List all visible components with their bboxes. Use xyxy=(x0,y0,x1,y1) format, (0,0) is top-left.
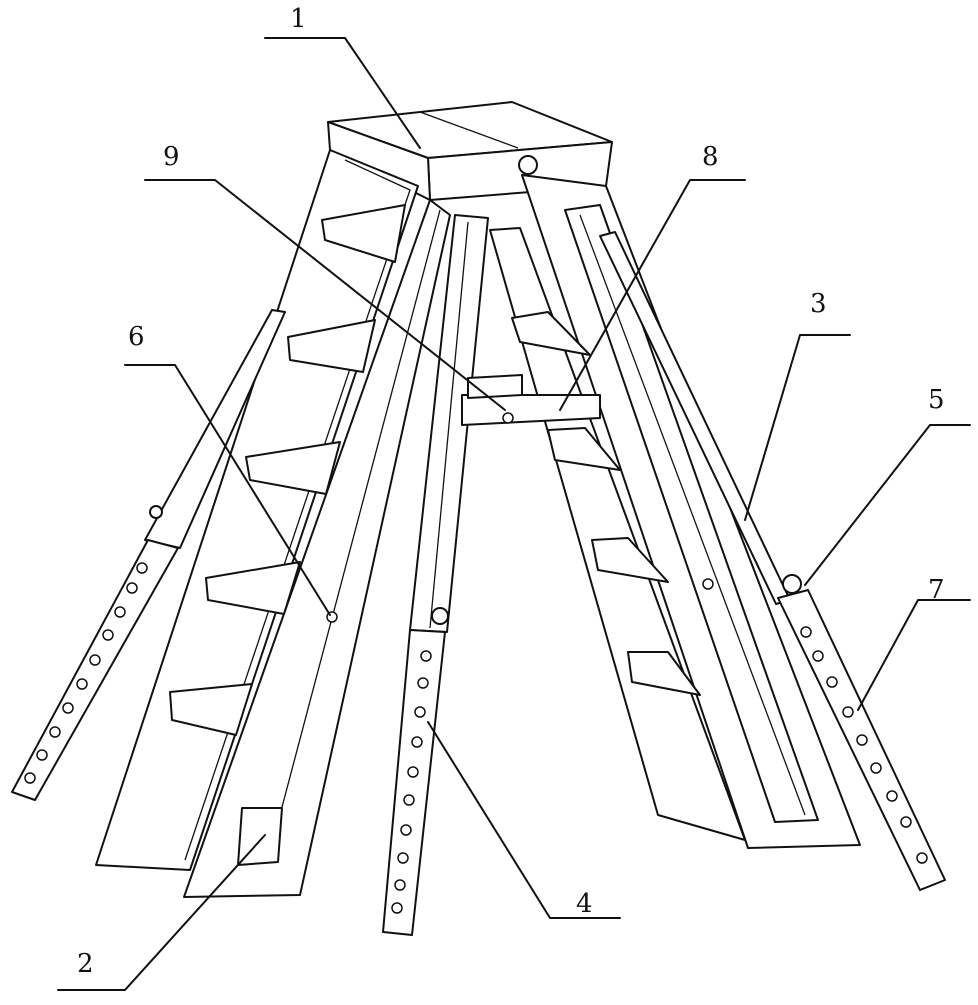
right-extension-leg xyxy=(599,231,946,891)
callout-2: 2 xyxy=(77,949,94,979)
callout-9: 9 xyxy=(163,142,180,172)
front-ladder xyxy=(95,149,451,898)
callout-1: 1 xyxy=(290,4,307,34)
leader-lines xyxy=(57,37,971,991)
callout-4: 4 xyxy=(576,889,593,919)
callout-5: 5 xyxy=(928,385,945,415)
front-steps xyxy=(169,204,406,736)
callout-7: 7 xyxy=(928,575,945,605)
hinge-knob-icon xyxy=(518,155,538,175)
callout-3: 3 xyxy=(810,289,827,319)
callout-labels: 1 2 3 4 5 6 7 8 9 xyxy=(77,4,945,979)
middle-leg xyxy=(382,214,489,936)
middle-leg-holes xyxy=(391,650,432,914)
cross-brace xyxy=(461,374,601,426)
callout-8: 8 xyxy=(702,142,719,172)
rear-ladder xyxy=(489,155,861,849)
callout-6: 6 xyxy=(128,322,145,352)
clamp-knob-icon xyxy=(782,574,802,594)
